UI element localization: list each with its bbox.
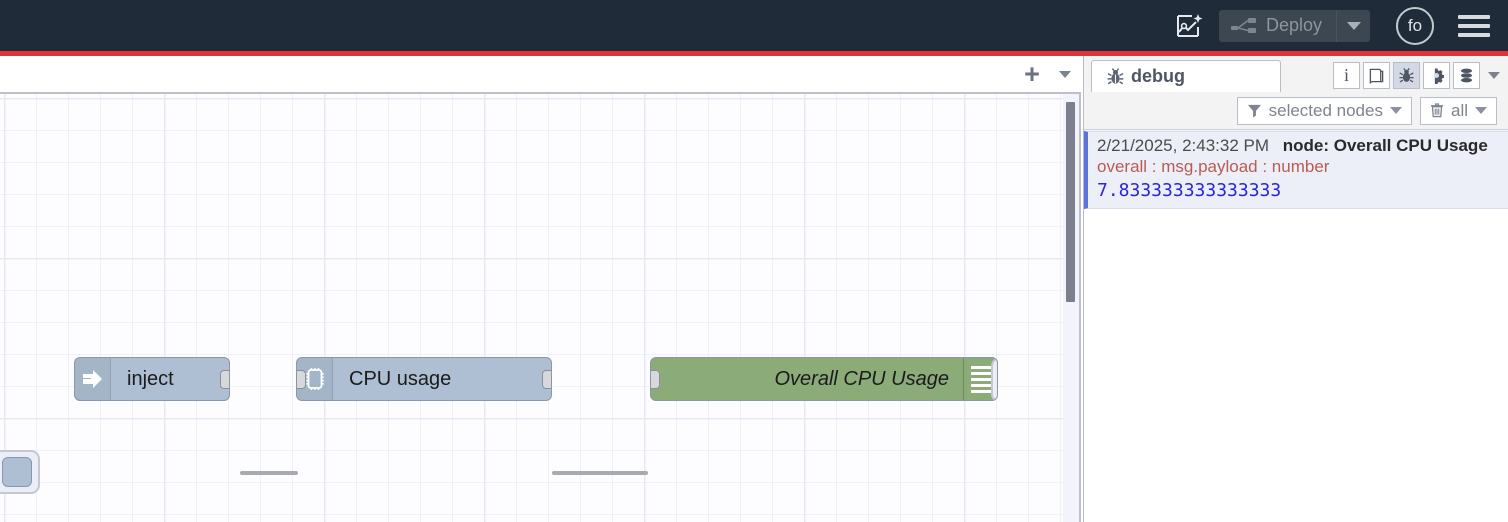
deploy-button-main[interactable]: Deploy	[1219, 10, 1336, 42]
help-book-icon[interactable]	[1363, 62, 1390, 89]
ai-flow-sparkle-icon[interactable]	[1169, 6, 1209, 46]
debug-message[interactable]: 2/21/2025, 2:43:32 PM node: Overall CPU …	[1084, 131, 1508, 209]
node-label: CPU usage	[349, 367, 452, 390]
chevron-down-icon	[1059, 70, 1071, 78]
node-label: Overall CPU Usage	[774, 367, 949, 390]
right-sidebar: debug i	[1083, 56, 1508, 522]
hamburger-menu-icon[interactable]	[1458, 14, 1490, 37]
sidebar-tabrow: debug i	[1084, 56, 1508, 92]
bug-icon	[1107, 68, 1124, 85]
node-output-port[interactable]	[220, 370, 229, 389]
node-input-port[interactable]	[297, 370, 306, 389]
tab-debug[interactable]: debug	[1091, 60, 1281, 92]
config-gear-icon[interactable]	[1423, 62, 1450, 89]
chevron-down-icon	[1488, 72, 1500, 79]
debug-message-source: node: Overall CPU Usage	[1282, 136, 1488, 155]
sidebar-more-button[interactable]	[1483, 62, 1505, 89]
info-icon[interactable]: i	[1333, 62, 1360, 89]
tab-debug-label: debug	[1131, 66, 1185, 86]
debug-message-header: 2/21/2025, 2:43:32 PM node: Overall CPU …	[1097, 136, 1503, 156]
node-cpu-usage[interactable]: CPU usage	[296, 357, 552, 401]
wire-cpu-to-debug	[552, 471, 648, 475]
debug-node-enable-button[interactable]	[991, 358, 997, 400]
debug-message-list[interactable]: 2/21/2025, 2:43:32 PM node: Overall CPU …	[1084, 131, 1508, 522]
node-output-port[interactable]	[542, 370, 551, 389]
context-data-icon[interactable]	[1453, 62, 1480, 89]
chevron-down-icon	[1389, 107, 1402, 114]
debug-clear-selector[interactable]: all	[1419, 96, 1497, 125]
chevron-down-icon	[1346, 21, 1361, 30]
funnel-icon	[1247, 104, 1261, 118]
deploy-label: Deploy	[1265, 15, 1322, 35]
app-header: Deploy fo	[0, 0, 1508, 51]
trash-icon	[1430, 103, 1444, 118]
chevron-down-icon	[1475, 107, 1487, 114]
sidebar-tool-buttons: i	[1333, 62, 1508, 92]
workspace-tabstrip: +	[0, 56, 1081, 94]
deploy-flow-icon	[1230, 17, 1256, 33]
deploy-button[interactable]: Deploy	[1218, 9, 1370, 42]
avatar-initials: fo	[1407, 15, 1423, 35]
debug-bug-icon[interactable]	[1393, 62, 1420, 89]
deploy-dropdown-button[interactable]	[1336, 9, 1370, 42]
flow-canvas[interactable]: inject	[0, 94, 1063, 522]
node-label: inject	[127, 367, 174, 390]
flow-list-button[interactable]	[1049, 57, 1081, 91]
debug-lines-icon	[963, 358, 997, 400]
debug-filter-label: selected nodes	[1268, 100, 1383, 120]
node-debug-overall-cpu-usage[interactable]: Overall CPU Usage	[650, 357, 998, 401]
user-avatar[interactable]: fo	[1396, 6, 1434, 45]
canvas-scrollbar-thumb[interactable]	[1066, 102, 1075, 302]
add-flow-button[interactable]: +	[1024, 58, 1040, 89]
debug-filter-bar: selected nodes all	[1084, 92, 1508, 130]
inject-arrow-icon	[75, 358, 111, 400]
debug-message-value: 7.833333333333333	[1097, 180, 1282, 201]
deploy-change-indicator	[0, 51, 1508, 56]
debug-filter-selector[interactable]: selected nodes	[1236, 96, 1412, 125]
debug-clear-label: all	[1450, 100, 1468, 120]
node-inject[interactable]: inject	[74, 357, 230, 401]
wire-inject-to-cpu	[240, 471, 298, 475]
node-input-port[interactable]	[651, 370, 660, 389]
offscreen-node-stub[interactable]	[0, 450, 40, 494]
debug-message-topic: overall : msg.payload : number	[1097, 157, 1330, 176]
debug-message-timestamp: 2/21/2025, 2:43:32 PM	[1097, 136, 1270, 155]
